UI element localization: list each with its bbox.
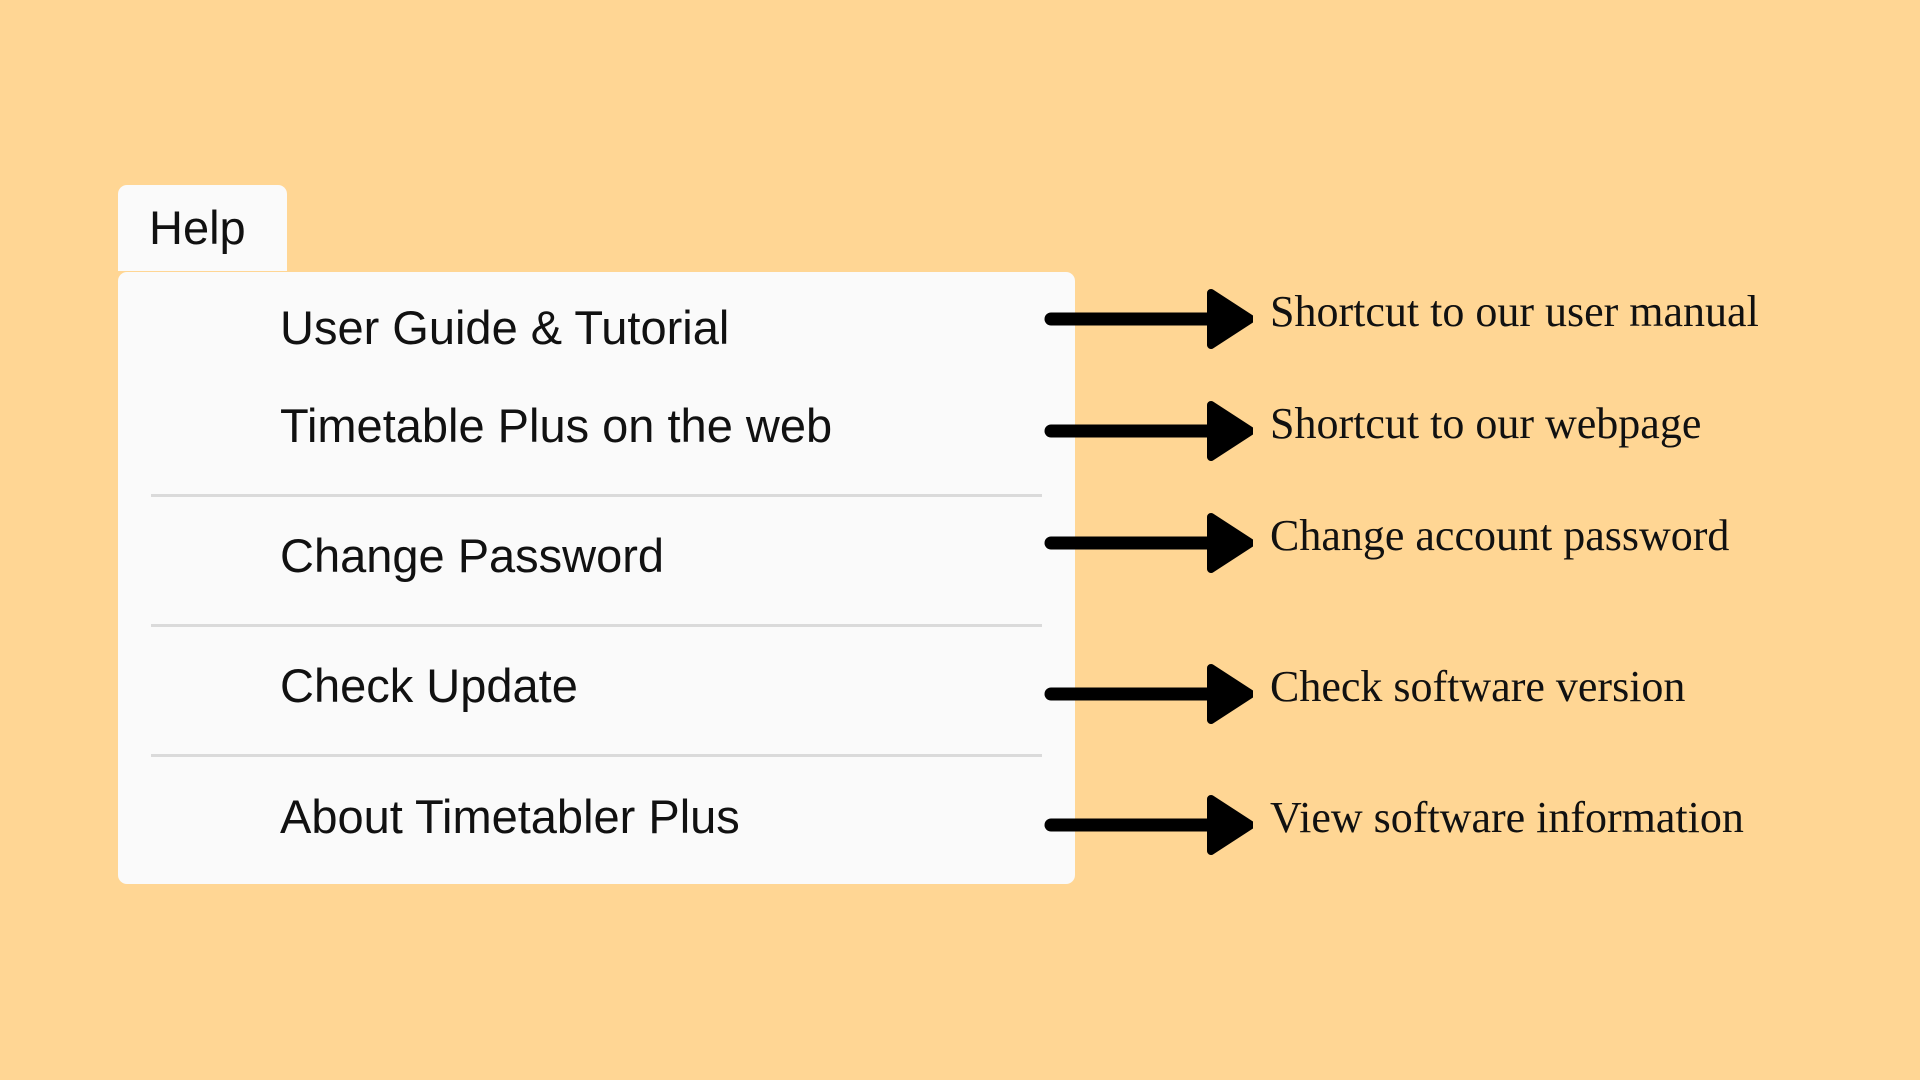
annotation-user-manual: Shortcut to our user manual [1270,287,1759,336]
menu-separator [151,494,1042,497]
menu-item-about[interactable]: About Timetabler Plus [280,790,740,843]
right-arrow-icon [1044,513,1253,573]
annotation-software-version: Check software version [1270,662,1686,711]
annotation-change-password: Change account password [1270,511,1730,560]
right-arrow-icon [1044,795,1253,855]
annotation-webpage: Shortcut to our webpage [1270,399,1702,448]
menu-item-web[interactable]: Timetable Plus on the web [280,399,833,452]
annotation-software-information: View software information [1270,793,1744,842]
right-arrow-icon [1044,289,1253,349]
help-menu-title[interactable]: Help [118,185,287,271]
right-arrow-icon [1044,401,1253,461]
menu-item-user-guide[interactable]: User Guide & Tutorial [280,301,730,354]
menu-item-change-password[interactable]: Change Password [280,529,665,582]
menu-item-check-update[interactable]: Check Update [280,659,578,712]
help-dropdown-menu: User Guide & Tutorial Timetable Plus on … [118,272,1075,884]
menu-separator [151,754,1042,757]
menu-separator [151,624,1042,627]
right-arrow-icon [1044,664,1253,724]
